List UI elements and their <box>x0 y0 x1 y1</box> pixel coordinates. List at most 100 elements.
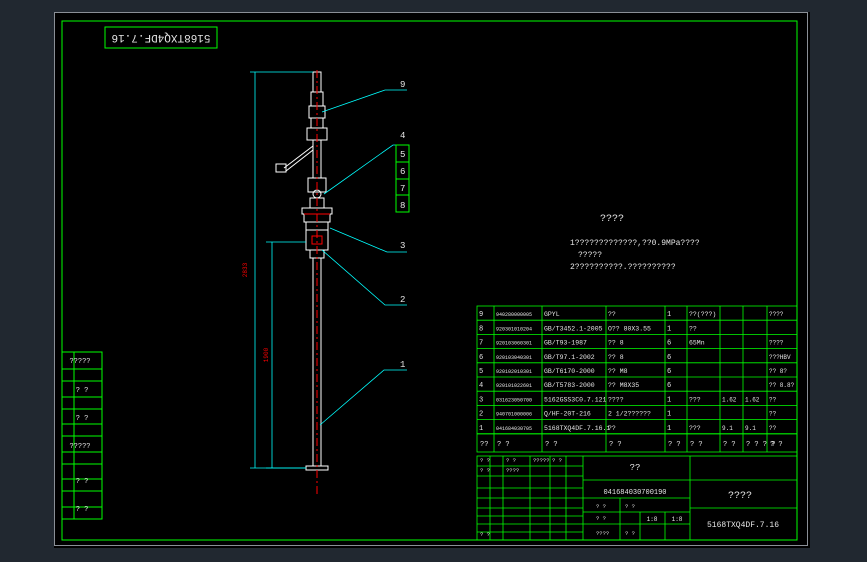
callout-5: 5 <box>400 150 405 160</box>
assembly-drawing <box>275 71 333 471</box>
title-scale: 1:8 <box>647 516 658 523</box>
bom-cell-std: GPYL <box>544 311 560 318</box>
bom-header-cell: ? ? <box>690 441 703 449</box>
tech-note-2: ????? <box>578 251 602 260</box>
bom-cell-qty: 1 <box>667 325 671 333</box>
bom-cell-name: ?? M8 <box>608 368 628 375</box>
bom-header-cell: ? ? ? ? <box>746 441 775 449</box>
bom-cell-qty: 6 <box>667 368 671 376</box>
bom-header-cell: ? ? <box>723 441 736 449</box>
bom-cell-name: ?? <box>608 311 616 318</box>
title-block-cell: ? ? <box>480 457 490 464</box>
bom-cell-no: 7 <box>479 340 483 348</box>
bom-cell-code: 920103060301 <box>496 341 532 347</box>
bom-cell-std: GB/T3452.1-2005 <box>544 325 603 332</box>
bom-header-cell: ? ? <box>609 441 622 449</box>
title-drawing-no: 041684030700190 <box>603 489 666 497</box>
dimension-lower: 1900 <box>263 347 270 362</box>
title-block-cell: ? ? <box>506 457 516 464</box>
callout-7: 7 <box>400 184 405 194</box>
bom-cell-name: ???? <box>608 396 624 403</box>
bom-cell-note: ?? <box>769 425 777 432</box>
callout-8: 8 <box>400 201 405 211</box>
bom-cell-mat: ?? <box>689 325 697 332</box>
bom-header-cell: ? ? <box>668 441 681 449</box>
callout-stack-box <box>395 144 410 213</box>
bom-cell-mat: ??(???) <box>689 311 716 318</box>
bom-cell-std: GB/T6170-2000 <box>544 368 595 375</box>
bom-cell-note: ???? <box>769 340 784 347</box>
bom-cell-qty: 6 <box>667 382 671 390</box>
dimensions <box>250 71 313 469</box>
callout-2: 2 <box>400 295 405 305</box>
bom-cell-std: 5168TXQ4DF.7.16.1 <box>544 425 610 432</box>
title-block-cell: ? ? <box>480 531 490 538</box>
bom-cell-std: 5162GSS3C0.7.121 <box>544 396 607 403</box>
bom-cell-code: 920101022601 <box>496 383 532 389</box>
bom-cell-qty: 6 <box>667 354 671 362</box>
bom-cell-name: ?? M8X35 <box>608 382 639 389</box>
bom-cell-note: ?? <box>769 411 777 418</box>
bom-cell-note: ???HBV <box>769 354 791 361</box>
bom-cell-code: 031623050700 <box>496 397 532 403</box>
bom-cell-code: 940701000006 <box>496 412 532 418</box>
bom-cell-w1: 1.62 <box>722 396 737 403</box>
tech-note-3: 2??????????.?????????? <box>570 263 676 272</box>
bom-cell-mat: ??? <box>689 425 701 432</box>
bom-cell-std: GB/T5783-2000 <box>544 382 595 389</box>
title-block-cells: ? ?? ??????? ?? ?????? ?? ?? ?????? ?? ? <box>480 457 635 538</box>
callout-4: 4 <box>400 131 405 141</box>
title-name: ???? <box>728 491 752 502</box>
bom-cell-note: ???? <box>769 311 784 318</box>
bom-cell-name: O?? 80X3.55 <box>608 325 651 332</box>
bom-cell-no: 5 <box>479 368 483 376</box>
title-sheet: 1:8 <box>672 516 683 523</box>
left-label-6: ? ? <box>76 506 89 514</box>
left-label-5: ? ? <box>76 478 89 486</box>
bom-cell-std: Q/HF-20T-216 <box>544 411 591 418</box>
bom-cell-code: 940280000005 <box>496 312 532 318</box>
left-label-3: ? ? <box>76 415 89 423</box>
title-stamp-box <box>104 26 218 49</box>
bom-cell-code: 920102010301 <box>496 369 532 375</box>
callout-1: 1 <box>400 360 405 370</box>
left-side-block <box>61 351 103 520</box>
bom-cell-w2: 1.62 <box>745 396 760 403</box>
bom-cell-name: 2 1/2?????? <box>608 411 651 418</box>
bom-cell-qty: 1 <box>667 396 671 404</box>
bom-header-cell: ? ? <box>497 441 510 449</box>
left-label-2: ? ? <box>76 387 89 395</box>
bom-cell-name: ?? 8 <box>608 354 624 361</box>
bom-cell-note: ?? 8? <box>769 368 787 375</box>
bom-cell-qty: 6 <box>667 340 671 348</box>
bom-cell-no: 2 <box>479 411 483 419</box>
bom-cell-mat: 65Mn <box>689 340 705 347</box>
title-block-grid <box>476 455 798 541</box>
callout-9: 9 <box>400 80 405 90</box>
bom-header-cell: ?? <box>480 441 488 449</box>
drawing-sheet <box>54 12 810 548</box>
bom-cell-no: 9 <box>479 311 483 319</box>
bom-cell-no: 3 <box>479 396 483 404</box>
bom-cell-code: 920301010204 <box>496 326 532 332</box>
bom-cell-w1: 9.1 <box>722 425 733 432</box>
bom-cell-no: 1 <box>479 425 483 433</box>
title-part-name: ?? <box>630 463 641 473</box>
title-block-cell: ? ? <box>480 467 490 474</box>
bom-cell-name: ?? <box>608 425 616 432</box>
bom-header-cell: ? ? <box>770 441 783 449</box>
tech-note-1: 1?????????????,??0.9MPa???? <box>570 239 700 248</box>
bom-header-cell: ? ? <box>545 441 558 449</box>
bom-cell-qty: 1 <box>667 425 671 433</box>
bom-cell-no: 4 <box>479 382 483 390</box>
bom-cell-std: GB/T97.1-2002 <box>544 354 595 361</box>
bom-cell-w2: 9.1 <box>745 425 756 432</box>
bom-cell-std: GB/T93-1987 <box>544 340 587 347</box>
bom-cell-note: ?? <box>769 396 777 403</box>
bom-cell-code: 041684030705 <box>496 426 532 432</box>
bom-cell-qty: 1 <box>667 311 671 319</box>
title-block-cell: ????? <box>533 457 550 464</box>
bom-cell-mat: ??? <box>689 396 701 403</box>
bom-cell-code: 920103040301 <box>496 355 532 361</box>
